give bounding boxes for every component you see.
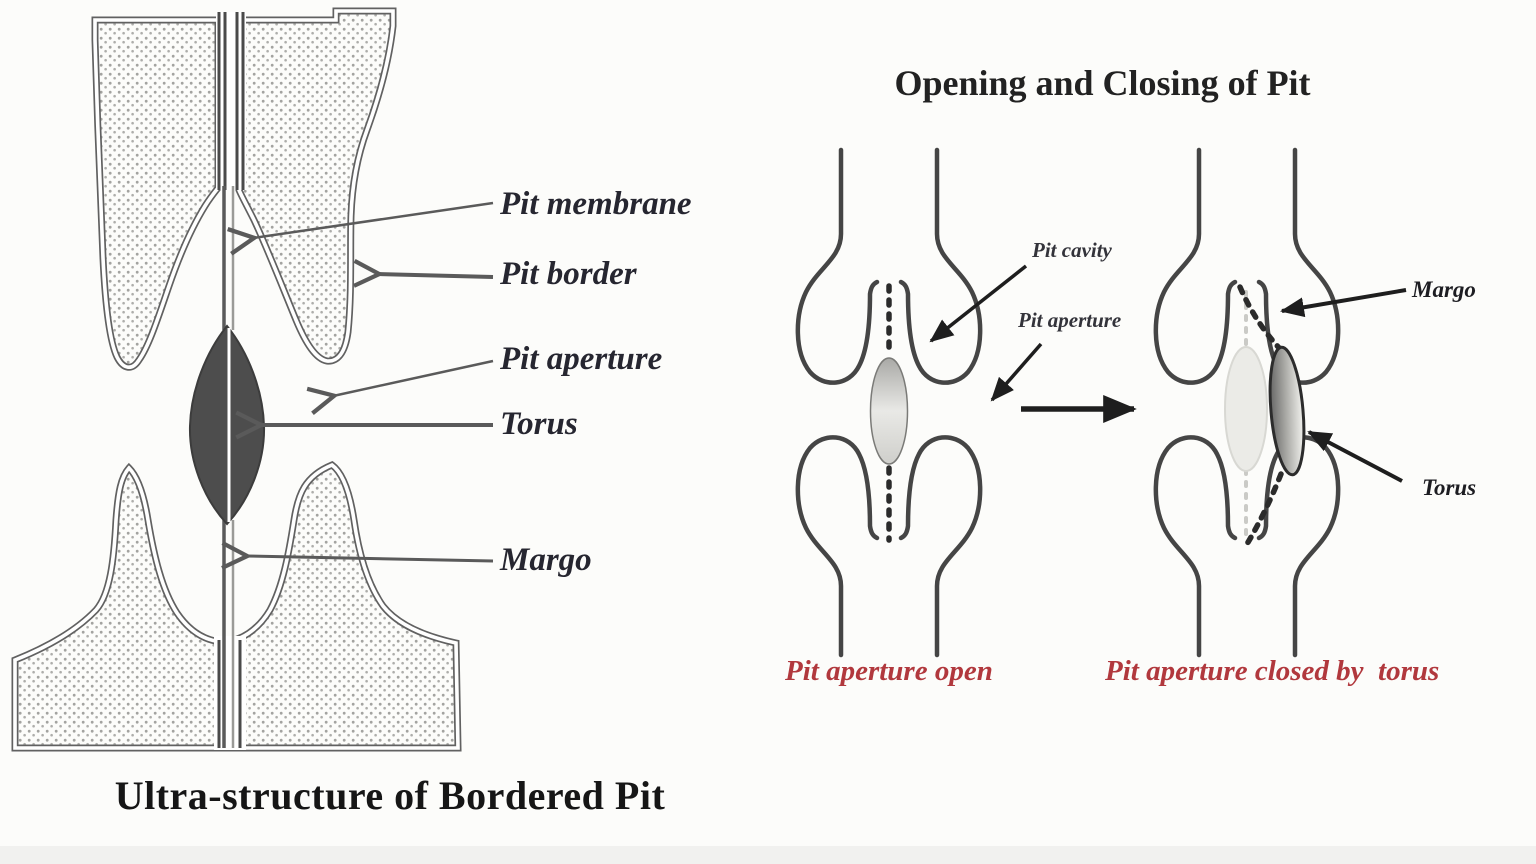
pit-border-label: Pit border: [500, 256, 637, 292]
torus-ghost: [1224, 346, 1268, 472]
torus-label: Torus: [500, 406, 578, 442]
pit-aperture-arrow: [333, 359, 494, 396]
pit-cavity-label: Pit cavity: [1032, 238, 1112, 262]
margo-arrow: [246, 556, 494, 561]
pit-open-diagram: [795, 147, 983, 658]
ultrastructure-diagram: [15, 11, 494, 750]
pit-aperture-arrow-right: [990, 342, 1043, 402]
margo-label: Margo: [500, 542, 592, 578]
left-panel-title: Ultra-structure of Bordered Pit: [114, 773, 666, 818]
bottom-strip: [0, 846, 1536, 864]
pit-aperture-label: Pit aperture: [500, 341, 663, 377]
torus-open: [869, 357, 909, 465]
membrane-deflected-dashed: [1237, 284, 1285, 547]
pit-closed-diagram: [1153, 147, 1341, 658]
torus-label-right: Torus: [1422, 475, 1477, 500]
pit-membrane-arrow: [253, 201, 494, 238]
torus-arrow-right: [1307, 430, 1403, 483]
right-leader-arrows: [929, 264, 1407, 483]
pit-membrane-label: Pit membrane: [500, 186, 692, 222]
left-leader-arrows: [246, 201, 494, 561]
pit-cavity-arrow: [929, 264, 1028, 343]
torus-closed: [1268, 345, 1306, 477]
pit-border-arrow: [378, 274, 494, 277]
pit-aperture-label-right: Pit aperture: [1018, 308, 1122, 332]
margo-label-right: Margo: [1412, 277, 1476, 302]
right-panel-title: Opening and Closing of Pit: [894, 63, 1311, 103]
caption-pit-open: Pit aperture open: [785, 655, 993, 687]
pit-membrane-lines: [214, 12, 246, 750]
margo-arrow-right: [1280, 288, 1407, 318]
caption-pit-closed: Pit aperture closed by torus: [1105, 655, 1440, 687]
torus-shape: [188, 324, 266, 526]
